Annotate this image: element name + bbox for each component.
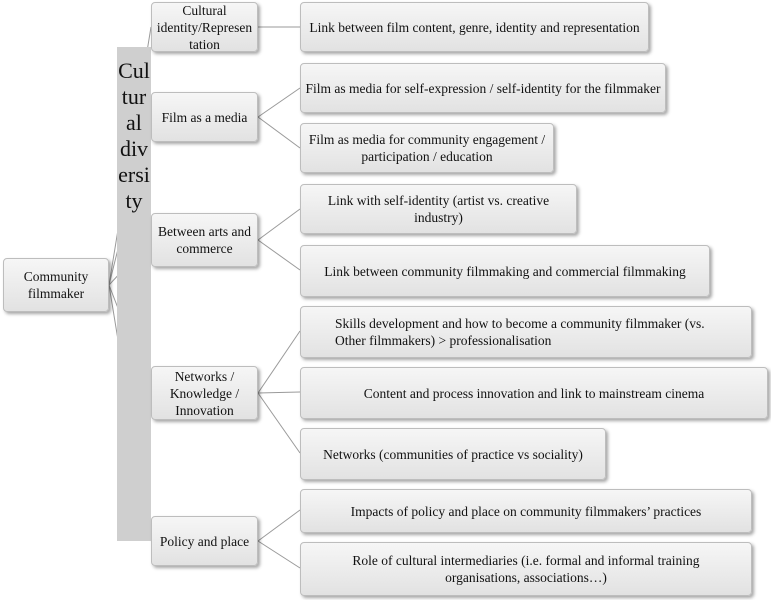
connector-cat3-item2 <box>257 239 301 271</box>
connector-cat5-item1 <box>257 509 301 542</box>
item-film-content-identity: Link between film content, genre, identi… <box>300 2 649 52</box>
category-policy-place: Policy and place <box>151 516 258 566</box>
item-networks-communities: Networks (communities of practice vs soc… <box>300 428 606 480</box>
item-cultural-intermediaries: Role of cultural intermediaries (i.e. fo… <box>300 542 752 596</box>
root-node: Community filmmaker <box>3 258 109 312</box>
connector-cat2-item1 <box>257 87 301 118</box>
cultural-diversity-label: Cultural diversity <box>118 58 153 213</box>
item-self-expression: Film as media for self-expression / self… <box>300 63 666 113</box>
connector-cat4-item3 <box>257 392 301 454</box>
category-networks-knowledge: Networks / Knowledge / Innovation <box>151 366 258 420</box>
item-impacts-policy-place: Impacts of policy and place on community… <box>300 489 752 533</box>
category-arts-commerce: Between arts and commerce <box>151 213 258 267</box>
item-skills-development: Skills development and how to become a c… <box>300 306 752 358</box>
item-self-identity-artist: Link with self-identity (artist vs. crea… <box>300 184 577 234</box>
cultural-diversity-band <box>117 47 151 541</box>
connector-cat2-item2 <box>257 116 301 149</box>
connector-cat4-item1 <box>257 330 301 394</box>
item-community-engagement: Film as media for community engagement /… <box>300 123 554 173</box>
connector-cat5-item2 <box>257 540 301 569</box>
item-content-process-innovation: Content and process innovation and link … <box>300 367 768 419</box>
connector-cat4-item2 <box>257 391 301 394</box>
category-film-as-media: Film as a media <box>151 92 258 142</box>
category-cultural-identity: Cultural identity/Represen tation <box>151 2 258 52</box>
item-community-vs-commercial: Link between community filmmaking and co… <box>300 245 710 297</box>
connector-cat3-item1 <box>257 208 301 241</box>
